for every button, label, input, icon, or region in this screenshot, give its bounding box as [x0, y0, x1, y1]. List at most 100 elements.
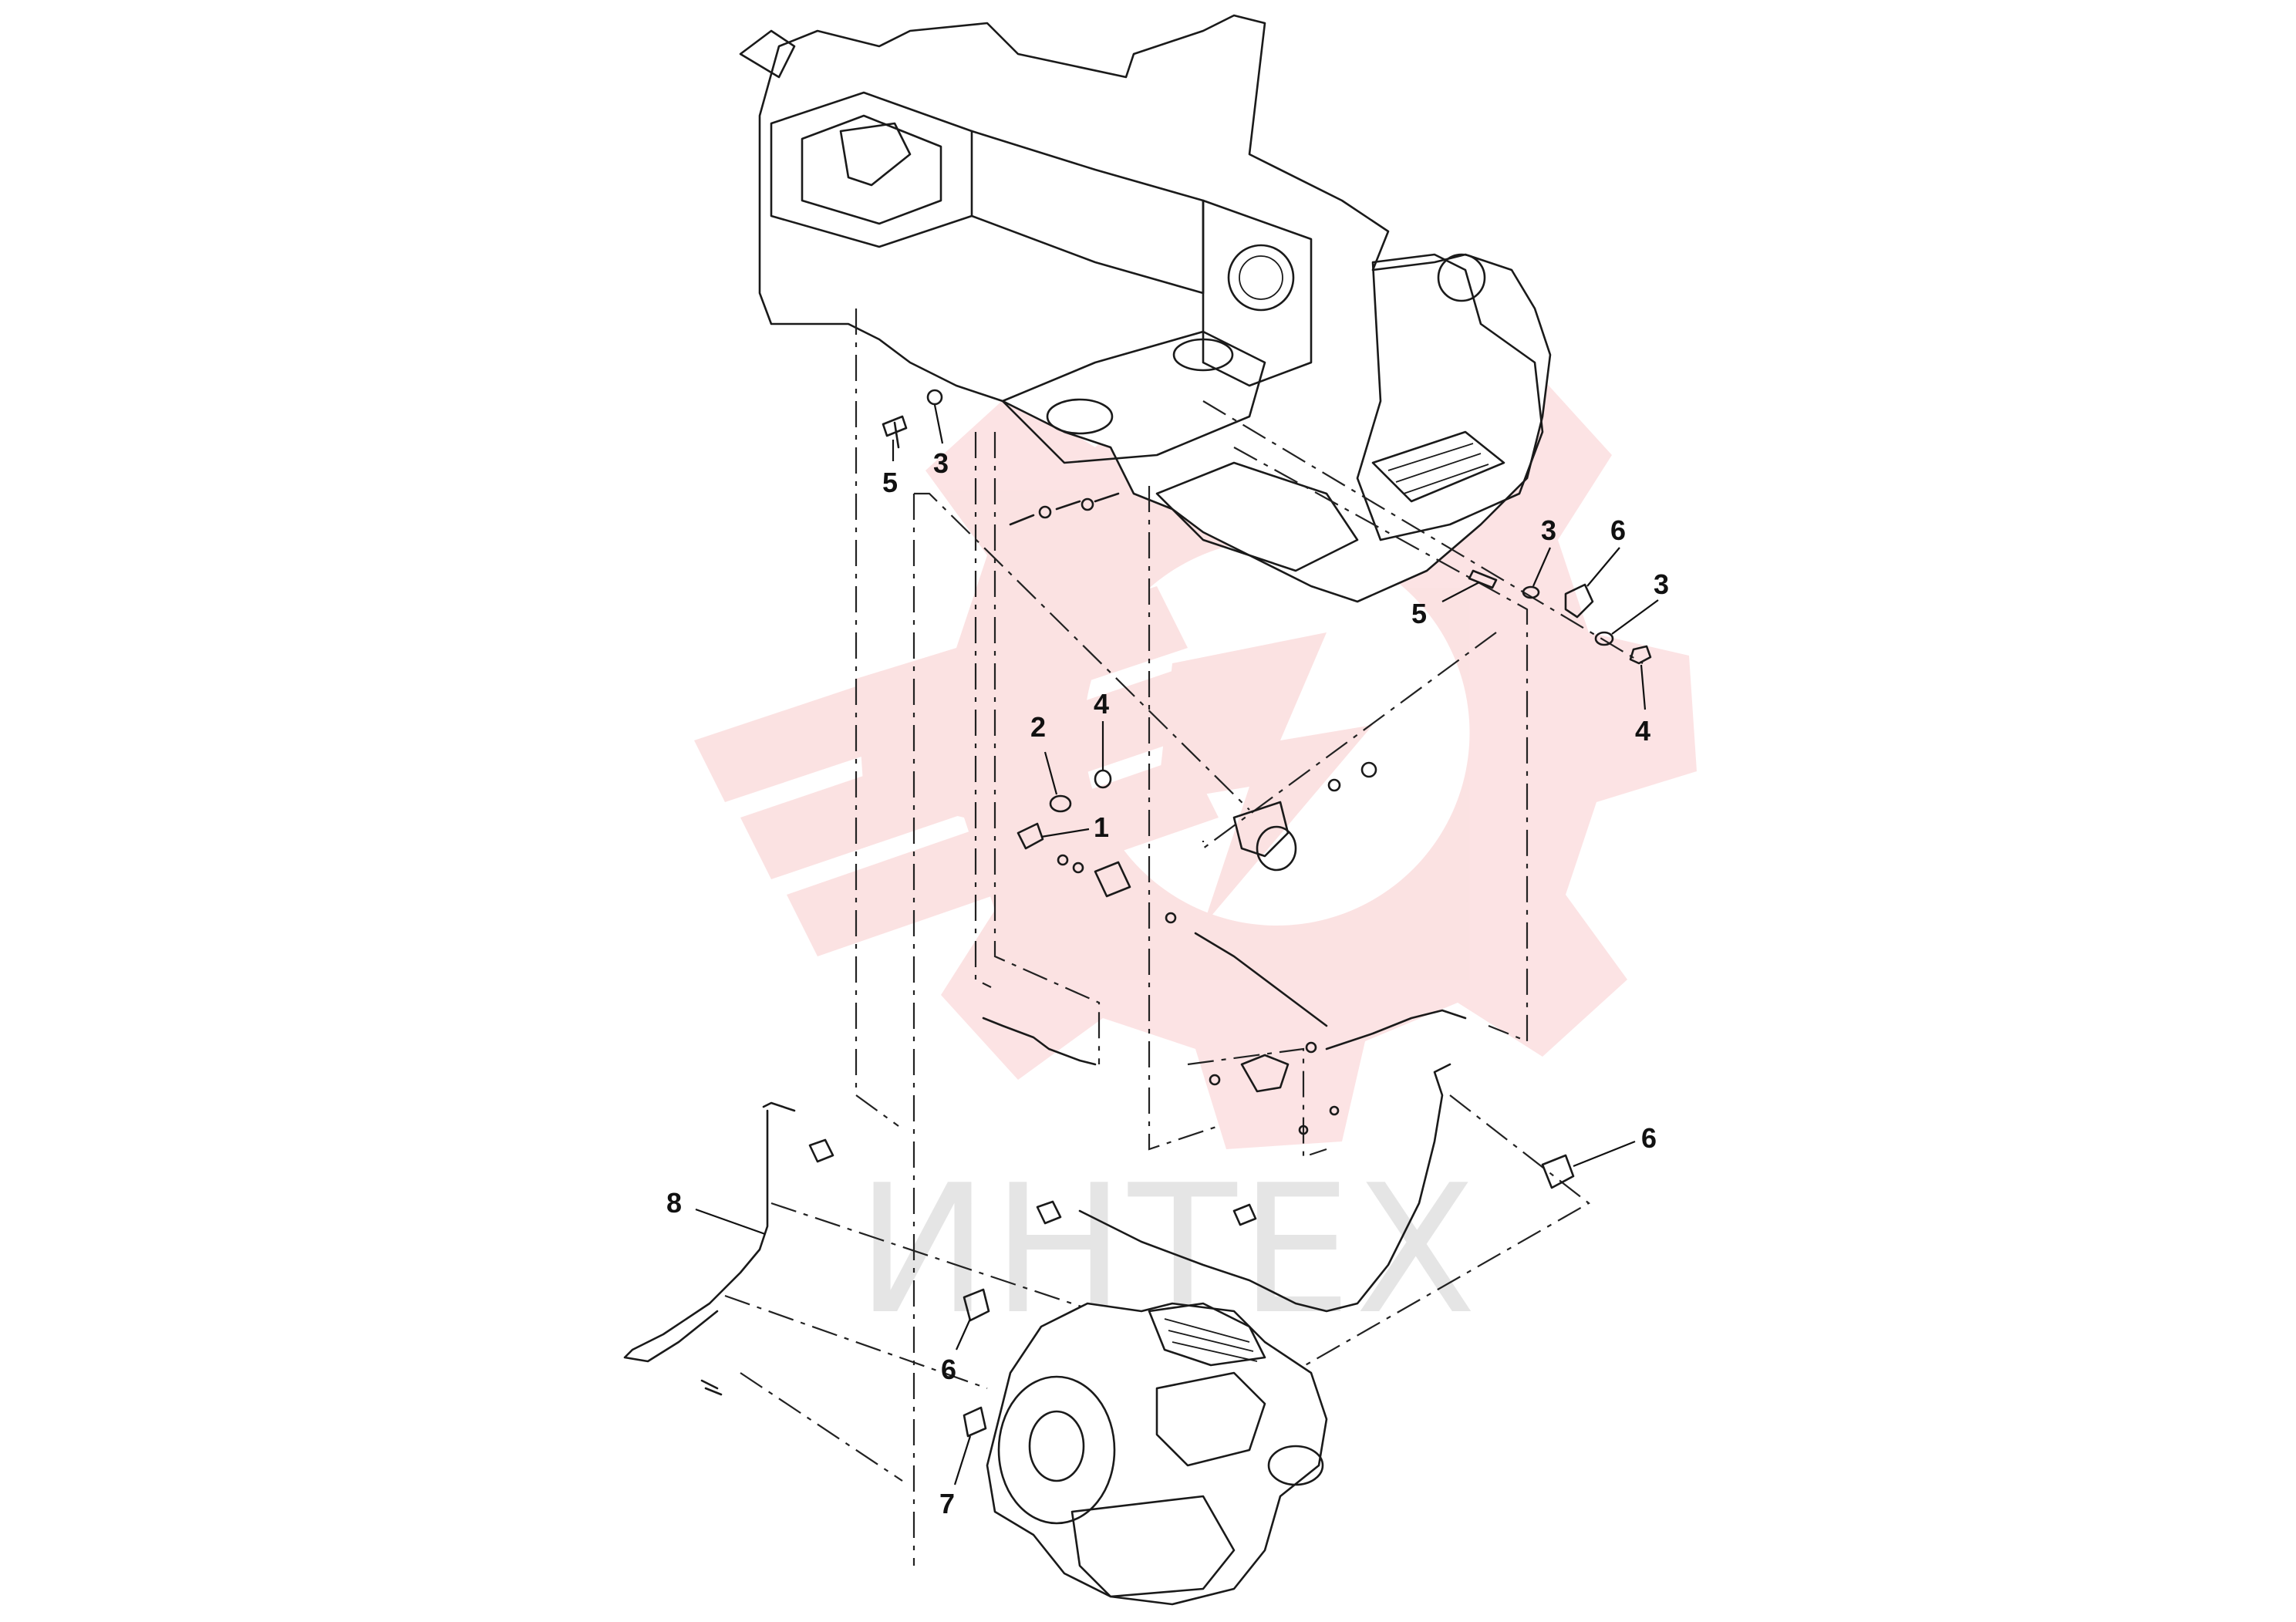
- frame-tube-top: [739, 29, 796, 79]
- bolt-5-upper-right: [1468, 569, 1498, 589]
- leader-3b: [1532, 547, 1552, 587]
- washer-3-upper-right-a: [1522, 585, 1540, 599]
- clamp-6-lower-right: [1541, 1154, 1575, 1189]
- callout-leader-lines: [695, 404, 1659, 1485]
- leader-8: [695, 1208, 766, 1236]
- engine-injector-line-1: [1164, 1318, 1250, 1343]
- watermark-speed-stripe-3: [787, 756, 1219, 956]
- callout-4-upper-right: 4: [1635, 715, 1650, 747]
- dash-line-left-vertical-1: [855, 309, 899, 1127]
- watermark-speed-stripe-1: [694, 586, 1188, 802]
- callout-6-upper-right: 6: [1610, 514, 1626, 546]
- throttle-washer-a: [1057, 854, 1069, 866]
- engine-manifold: [1155, 1371, 1266, 1467]
- frame-rear-housing: [1356, 253, 1544, 541]
- bolt-5-upper-left: [882, 415, 908, 449]
- fasteners-upper-left: [882, 389, 1120, 526]
- rod-8-left-frame: [623, 1101, 796, 1363]
- nut-4-middle: [1094, 769, 1112, 789]
- callout-5-upper-right: 5: [1411, 598, 1427, 629]
- callout-3-upper-right-b: 3: [1654, 568, 1669, 600]
- clamp-6-lower-left: [963, 1288, 990, 1322]
- lower-throttle-lever: [1240, 1054, 1290, 1093]
- engine-block-outline: [986, 1302, 1328, 1606]
- rod-8-end-pin: [700, 1379, 723, 1396]
- throttle-assembly: [982, 761, 1467, 1135]
- dash-line-mid-vertical-2: [993, 432, 1101, 1064]
- lower-throttle-washer-a: [1209, 1074, 1221, 1086]
- callout-5-upper-left: 5: [882, 467, 898, 498]
- throttle-mount-bracket: [1232, 801, 1290, 858]
- callout-labels: 5 3 3 6 3 5 4 2 4 1 6 8 6 7: [666, 447, 1669, 1519]
- leader-6c: [955, 1318, 972, 1351]
- clamp-7: [963, 1406, 987, 1438]
- callout-6-lower-left: 6: [941, 1354, 956, 1385]
- throttle-cable-upper: [1194, 932, 1328, 1027]
- washer-mid-row-1: [1038, 505, 1052, 519]
- frame-right-hole-inner: [1239, 255, 1283, 300]
- dash-line-upper-right-fasteners: [1202, 400, 1644, 664]
- frame-right-hole: [1227, 244, 1295, 312]
- rod-8-bushing-b: [1036, 1200, 1062, 1225]
- throttle-washer-c: [1165, 912, 1177, 924]
- frame-vent-line-2: [1395, 453, 1482, 483]
- frame-vent-line-3: [1403, 464, 1489, 494]
- callout-3-upper-right-a: 3: [1541, 514, 1556, 546]
- dash-line-center-vertical: [1148, 486, 1219, 1151]
- engine-pulley: [1267, 1445, 1324, 1486]
- callout-6-lower-right: 6: [1641, 1122, 1657, 1154]
- rod-8-bushing-a: [808, 1138, 834, 1163]
- nut-4-upper-right: [1629, 645, 1652, 665]
- leader-6b: [1573, 1140, 1636, 1168]
- assembly-dashed-lines: [724, 309, 1644, 1566]
- leader-1: [1040, 828, 1090, 838]
- frame-tray-hole-2: [1172, 338, 1234, 372]
- engine-injector-line-2: [1168, 1330, 1254, 1352]
- frame-lever-handle: [839, 122, 912, 187]
- chassis-frame: [739, 14, 1552, 603]
- bolts-mid-row: [1009, 492, 1120, 526]
- frame-rear-hole: [1437, 253, 1486, 302]
- frame-tray-hole-1: [1046, 398, 1114, 435]
- callout-4-middle: 4: [1094, 688, 1109, 720]
- dash-line-left-diagonal: [914, 492, 1250, 811]
- leader-6a: [1586, 547, 1620, 587]
- callout-3-upper-left: 3: [933, 447, 949, 479]
- dash-line-lower-right: [1264, 1094, 1590, 1389]
- frame-side-vent: [1371, 430, 1505, 503]
- throttle-mount-washer-b: [1360, 761, 1377, 778]
- frame-underside-bracket: [1155, 461, 1359, 572]
- throttle-washer-b: [1072, 862, 1084, 874]
- rod-8-bushing-c: [1232, 1203, 1257, 1226]
- clamp-6-upper-right: [1564, 583, 1594, 619]
- dash-line-lower-left-diagonal: [740, 1372, 903, 1482]
- leader-7: [953, 1435, 972, 1485]
- frame-main-outline: [758, 14, 1552, 603]
- throttle-solenoid: [1256, 825, 1297, 872]
- watermark-gear-ring: [856, 316, 1697, 1149]
- frame-vent-line-1: [1387, 443, 1474, 471]
- throttle-mount-washer-a: [1327, 778, 1341, 792]
- dash-line-mid-vertical-1: [974, 432, 992, 988]
- lower-throttle-washer-d: [1329, 1105, 1340, 1116]
- frame-left-box-inner: [801, 114, 942, 225]
- callout-1: 1: [1094, 811, 1109, 843]
- callout-7: 7: [939, 1488, 955, 1519]
- washer-mid-row-2: [1081, 497, 1094, 511]
- washer-3-upper-right-b: [1594, 631, 1614, 646]
- leader-3a: [933, 404, 944, 444]
- cable-clamp-1: [1017, 822, 1044, 850]
- lower-throttle-cable: [1325, 1009, 1467, 1050]
- callout-2: 2: [1030, 711, 1046, 743]
- dash-line-throttle-lower: [1187, 1047, 1327, 1158]
- leader-3c: [1611, 599, 1659, 635]
- engine-injector-line-3: [1172, 1341, 1258, 1362]
- leader-5b: [1441, 582, 1480, 602]
- lower-clamps: [963, 1154, 1575, 1438]
- bent-rod-left: [982, 1017, 1097, 1066]
- frame-right-plate: [1202, 199, 1313, 387]
- washer-2: [1049, 794, 1072, 813]
- lower-throttle-washer-b: [1305, 1041, 1317, 1054]
- throttle-rod-8: [623, 1063, 1451, 1396]
